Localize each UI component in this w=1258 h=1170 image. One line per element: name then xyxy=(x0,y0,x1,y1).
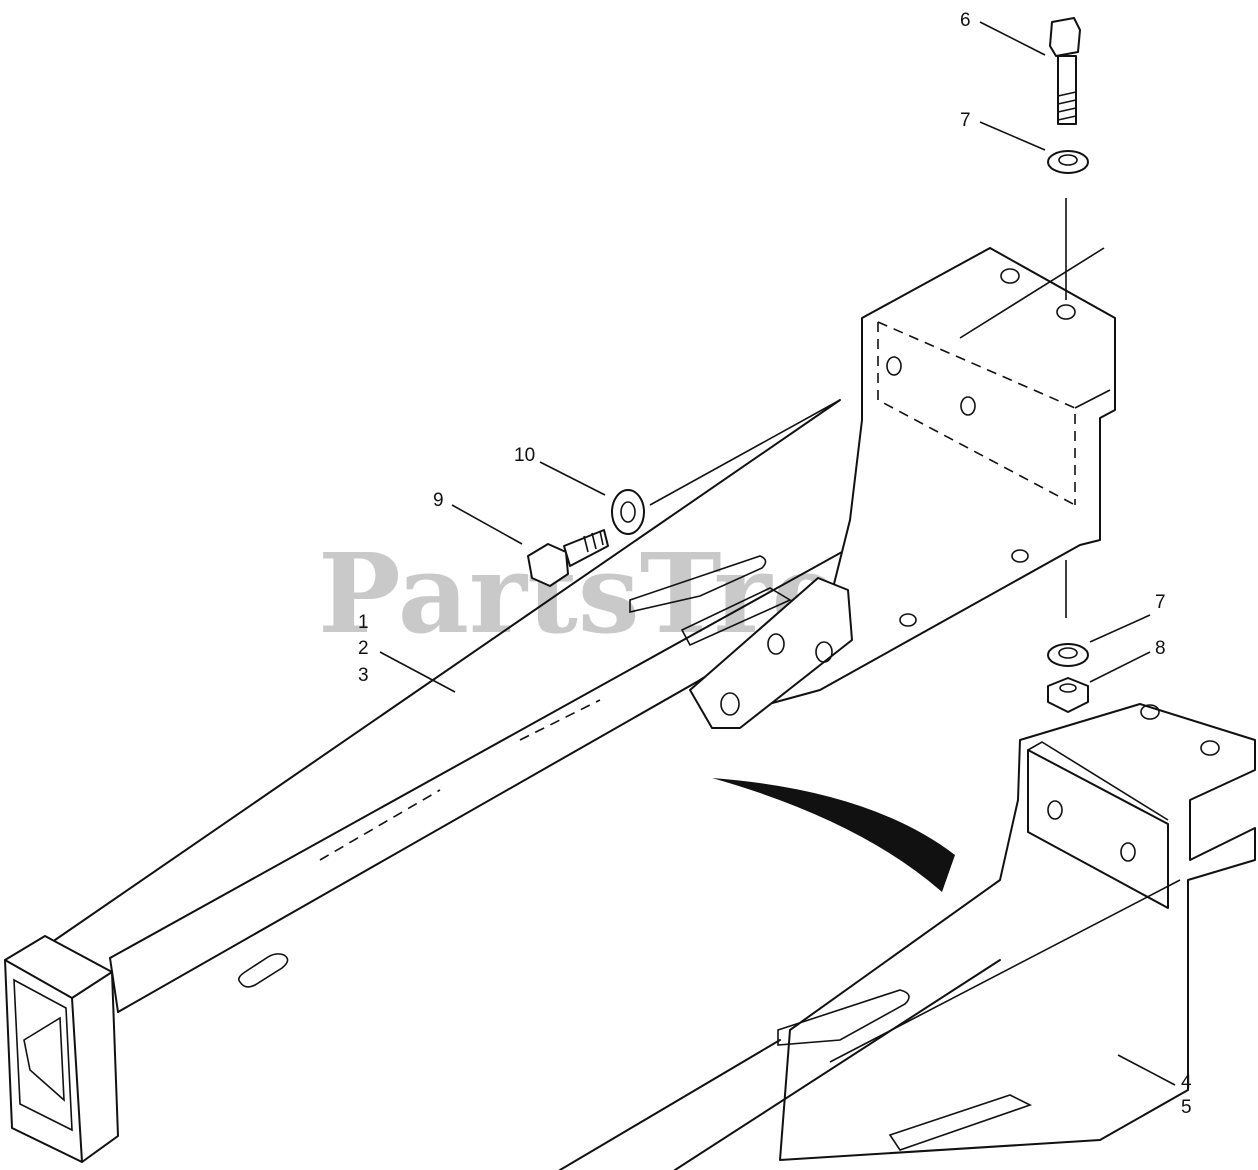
callout-labels: 1 2 3 4 5 6 7 7 8 9 10 xyxy=(358,10,1192,1118)
callout-1: 1 xyxy=(358,612,369,633)
washer-7-top xyxy=(1047,150,1089,174)
clevis-plate xyxy=(689,577,853,729)
washer-7-bottom xyxy=(1047,643,1089,667)
tube-end-cap xyxy=(4,935,119,1163)
callout-7-bottom: 7 xyxy=(1155,592,1166,613)
callout-2: 2 xyxy=(358,638,369,659)
assembly-arrow xyxy=(712,778,955,892)
callout-10: 10 xyxy=(514,445,535,466)
nut-8 xyxy=(1047,677,1089,713)
bolt-9 xyxy=(527,529,609,587)
upper-bracket xyxy=(629,247,1116,729)
callout-7-top: 7 xyxy=(960,110,971,131)
callout-9: 9 xyxy=(433,490,444,511)
alignment-lines xyxy=(649,198,1105,618)
callout-8: 8 xyxy=(1155,638,1166,659)
bolt-6 xyxy=(1049,17,1081,125)
callout-4: 4 xyxy=(1181,1072,1192,1093)
callout-3: 3 xyxy=(358,665,369,686)
lower-bracket xyxy=(559,703,1256,1170)
callout-6: 6 xyxy=(960,10,971,31)
callout-5: 5 xyxy=(1181,1097,1192,1118)
leader-lines xyxy=(379,21,1176,1086)
slot-hole xyxy=(238,953,289,988)
washer-10 xyxy=(611,489,645,535)
